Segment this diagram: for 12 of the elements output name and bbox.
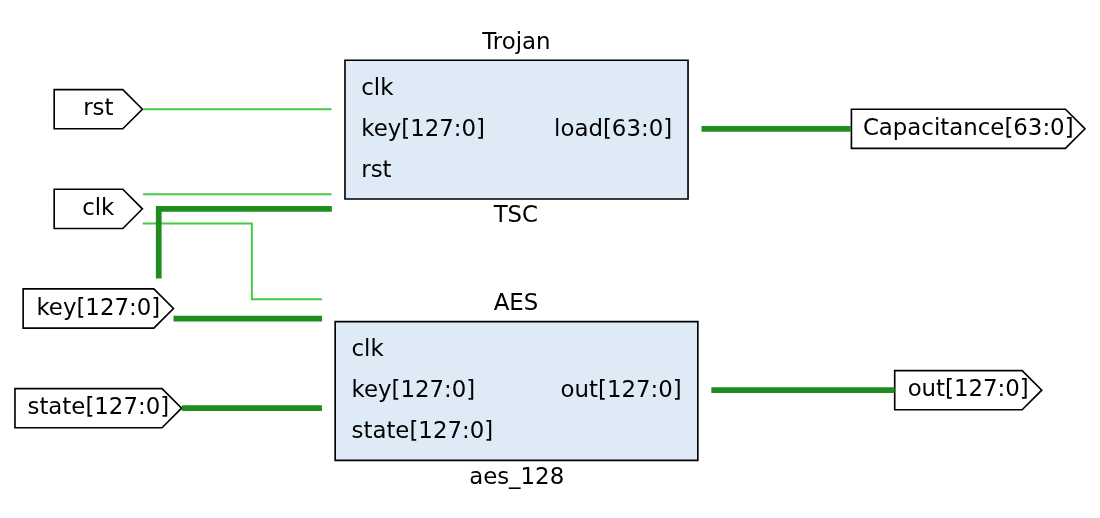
connector	[711, 386, 895, 393]
node-label: TSC	[493, 200, 539, 227]
connector	[173, 315, 323, 321]
node-label: Trojan	[482, 27, 551, 54]
connector	[142, 192, 333, 195]
node-label: aes_128	[469, 462, 565, 489]
node-label: AES	[493, 288, 539, 315]
connector	[142, 107, 333, 110]
connector	[141, 222, 324, 300]
connector	[155, 205, 332, 279]
connector	[701, 125, 851, 132]
connector	[181, 404, 322, 411]
